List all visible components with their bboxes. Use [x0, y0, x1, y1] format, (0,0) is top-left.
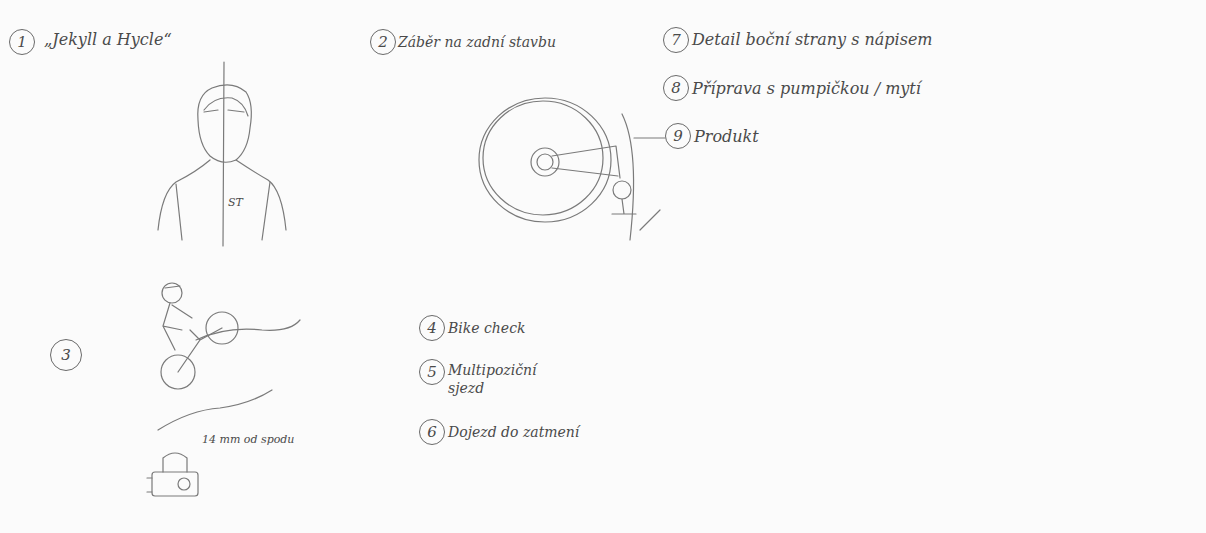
rear-wheel-drawing — [479, 98, 665, 240]
shot-title: „Jekyll a Hycle“ — [44, 30, 172, 49]
circled-number: 1 — [9, 29, 35, 55]
callout-number: 8 — [671, 79, 681, 97]
circled-number: 4 — [419, 315, 445, 341]
circled-number: 3 — [50, 339, 82, 371]
callout-number: 1 — [17, 33, 27, 51]
circled-number: 7 — [663, 27, 689, 53]
split-face-figure — [158, 62, 286, 246]
circled-number: 9 — [665, 123, 691, 149]
callout-number: 4 — [427, 319, 437, 337]
sketch-note: ST — [228, 196, 243, 209]
callout-number: 2 — [378, 33, 388, 51]
circled-number: 8 — [663, 75, 689, 101]
shot-title: Dojezd do zatmení — [448, 424, 579, 440]
callout-number: 7 — [671, 31, 681, 49]
shot-title: Záběr na zadní stavbu — [398, 34, 556, 50]
shot-title: Multipoziční sjezd — [448, 362, 548, 397]
shot-title: Produkt — [694, 127, 759, 146]
shot-title: Bike check — [448, 320, 525, 336]
circled-number: 6 — [419, 419, 445, 445]
circled-number: 5 — [419, 359, 445, 385]
camera-drawing — [147, 453, 198, 496]
callout-number: 3 — [61, 346, 71, 364]
circled-number: 2 — [370, 29, 396, 55]
rider-on-bike-drawing — [158, 283, 300, 430]
callout-number: 9 — [673, 127, 683, 145]
shot-title: Detail boční strany s nápisem — [692, 30, 933, 49]
sketch-note: 14 mm od spodu — [202, 433, 294, 446]
callout-number: 6 — [427, 423, 437, 441]
callout-number: 5 — [427, 363, 437, 381]
shot-title: Příprava s pumpičkou / mytí — [692, 79, 921, 98]
